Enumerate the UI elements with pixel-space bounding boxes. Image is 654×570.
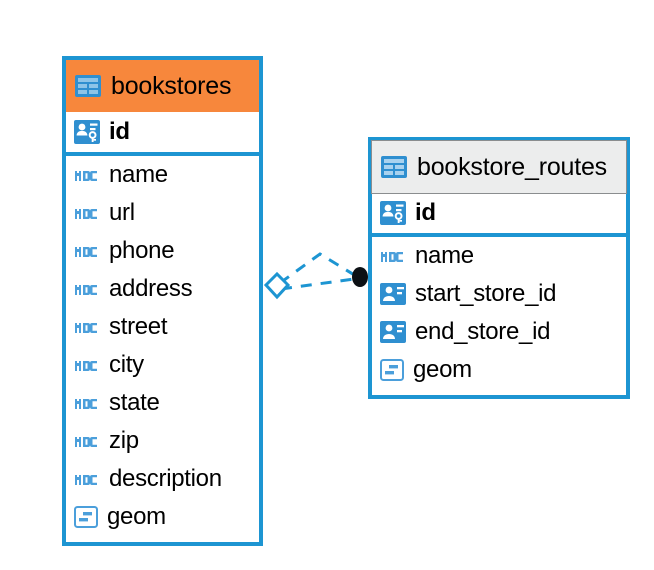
table-title: bookstore_routes [417, 152, 607, 181]
geometry-icon [74, 506, 98, 528]
field-name: city [109, 351, 144, 378]
field-name: url [109, 199, 135, 226]
abc-text-icon [74, 206, 100, 220]
table-title: bookstores [111, 71, 232, 100]
field-row-name[interactable]: name [372, 237, 626, 275]
field-name: name [415, 242, 474, 269]
field-row-geom[interactable]: geom [372, 351, 626, 389]
field-row-url[interactable]: url [66, 194, 259, 232]
field-row-city[interactable]: city [66, 346, 259, 384]
relationship-line-upper [279, 252, 357, 285]
abc-text-icon [74, 282, 100, 296]
foreign-key-icon [380, 283, 406, 305]
field-row-state[interactable]: state [66, 384, 259, 422]
field-row-phone[interactable]: phone [66, 232, 259, 270]
field-row-street[interactable]: street [66, 308, 259, 346]
abc-text-icon [74, 168, 100, 182]
relationship-line-lower [280, 277, 355, 291]
table-header-bookstores[interactable]: bookstores [66, 60, 259, 112]
primary-key-icon [74, 120, 100, 144]
table-icon [381, 156, 407, 178]
field-name: geom [107, 503, 166, 530]
field-name: name [109, 161, 168, 188]
foreign-key-icon [380, 321, 406, 343]
abc-text-icon [380, 249, 406, 263]
field-row-address[interactable]: address [66, 270, 259, 308]
er-table-bookstore-routes[interactable]: bookstore_routes id [368, 137, 630, 399]
field-row-geom[interactable]: geom [66, 498, 259, 536]
abc-text-icon [74, 472, 100, 486]
relationship-circle-endpoint [352, 267, 368, 287]
relationship-diamond-endpoint [263, 271, 291, 300]
field-list-bookstore-routes: id name start_store_id [372, 193, 626, 389]
table-header-bookstore-routes[interactable]: bookstore_routes [371, 140, 627, 194]
field-row-zip[interactable]: zip [66, 422, 259, 460]
field-row-description[interactable]: description [66, 460, 259, 498]
geometry-icon [380, 359, 404, 381]
abc-text-icon [74, 320, 100, 334]
er-table-bookstores[interactable]: bookstores id [62, 56, 263, 546]
abc-text-icon [74, 358, 100, 372]
field-row-name[interactable]: name [66, 156, 259, 194]
abc-text-icon [74, 396, 100, 410]
field-name: zip [109, 427, 139, 454]
field-name: state [109, 389, 160, 416]
field-list-bookstores: id name url phone [66, 112, 259, 536]
field-name: id [109, 118, 130, 145]
field-name: start_store_id [415, 280, 557, 307]
field-row-id[interactable]: id [372, 193, 626, 237]
field-row-start-store-id[interactable]: start_store_id [372, 275, 626, 313]
abc-text-icon [74, 244, 100, 258]
field-name: address [109, 275, 193, 302]
abc-text-icon [74, 434, 100, 448]
field-row-end-store-id[interactable]: end_store_id [372, 313, 626, 351]
field-name: description [109, 465, 222, 492]
field-row-id[interactable]: id [66, 112, 259, 156]
field-name: phone [109, 237, 175, 264]
field-name: id [415, 199, 436, 226]
field-name: street [109, 313, 168, 340]
primary-key-icon [380, 201, 406, 225]
field-name: end_store_id [415, 318, 551, 345]
field-name: geom [413, 356, 472, 383]
table-icon [75, 75, 101, 97]
